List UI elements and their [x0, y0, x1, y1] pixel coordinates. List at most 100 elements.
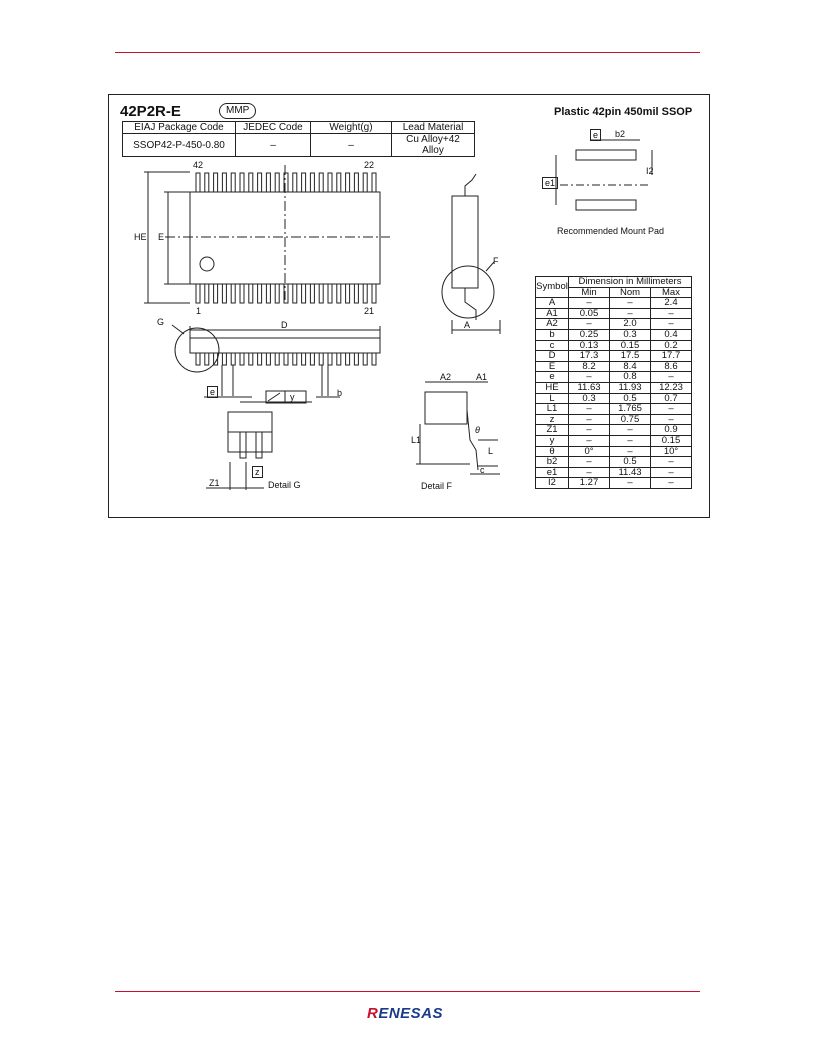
side-pin [204, 352, 210, 366]
top-pin [327, 172, 333, 193]
dimension-nom-cell: – [609, 307, 651, 320]
logo-rest: ENESAS [378, 1005, 444, 1022]
top-pin [362, 172, 368, 193]
dimension-nom-cell: 2.0 [609, 318, 651, 330]
top-pin [318, 172, 324, 193]
a-label: A [464, 320, 471, 330]
side-pin [265, 352, 271, 366]
dimension-symbol-cell: Z1 [535, 424, 569, 436]
side-pin [292, 352, 298, 366]
top-pin [204, 172, 210, 193]
dimension-min-cell: – [568, 434, 610, 447]
dimension-symbol-cell: L1 [535, 403, 569, 415]
dimension-nom-cell: – [609, 445, 651, 458]
side-pins [195, 352, 377, 366]
bottom-pin [318, 283, 324, 304]
dimension-max-cell: – [650, 413, 692, 426]
dimension-symbol-cell: I2 [535, 477, 569, 489]
dimension-symbol-cell: z [535, 413, 569, 426]
profile-body [451, 195, 479, 289]
dimension-max-cell: 2.4 [650, 297, 692, 309]
detail-g-label: Detail G [268, 480, 301, 490]
i2-label: I2 [646, 166, 654, 176]
e1-label: e1 [542, 177, 559, 189]
dimension-max-cell: – [650, 318, 692, 330]
dimension-min-cell: – [568, 456, 610, 468]
a2-label: A2 [440, 372, 452, 382]
dimension-nom-cell: 0.3 [609, 328, 651, 341]
top-pin [239, 172, 245, 193]
c-label: c [480, 465, 485, 475]
mmp-badge: MMP [219, 103, 257, 119]
f-label: F [493, 256, 499, 266]
top-pin [274, 172, 280, 193]
dimension-nom-cell: 11.43 [609, 466, 651, 479]
dimension-max-cell: – [650, 403, 692, 415]
pin1-marker [199, 256, 215, 272]
detail-f-body [424, 391, 468, 425]
dimension-symbol-cell: A1 [535, 307, 569, 320]
b2-label: b2 [615, 129, 626, 139]
dimension-min-cell: 8.2 [568, 360, 610, 373]
top-pin [309, 172, 315, 193]
pk-cell: SSOP42-P-450-0.80 [122, 133, 236, 157]
dimension-min-cell: 17.3 [568, 350, 610, 362]
bottom-pin [248, 283, 254, 304]
e-label: E [158, 232, 165, 242]
dimension-symbol-cell: e1 [535, 466, 569, 479]
side-pin [309, 352, 315, 366]
side-pin [230, 352, 236, 366]
side-pin [362, 352, 368, 366]
e-pitch-label: e [207, 386, 219, 398]
side-pin [301, 352, 307, 366]
dimension-row: Z1––0.9 [535, 424, 692, 436]
g-label: G [157, 317, 165, 327]
side-pin [345, 352, 351, 366]
bottom-pin [362, 283, 368, 304]
package-code-table: EIAJ Package Code JEDEC Code Weight(g) L… [122, 121, 475, 157]
e-mount-label: e [590, 129, 602, 141]
dimension-nom-cell: 17.5 [609, 350, 651, 362]
dimension-symbol-cell: L [535, 392, 569, 405]
bottom-pin [327, 283, 333, 304]
dimension-max-cell: 0.2 [650, 339, 692, 352]
max-header: Max [650, 286, 692, 299]
theta-label: θ [475, 425, 480, 435]
dimension-min-cell: 1.27 [568, 477, 610, 489]
min-header: Min [568, 286, 610, 299]
dimension-nom-cell: – [609, 434, 651, 447]
dimension-max-cell: – [650, 477, 692, 489]
top-pin [221, 172, 227, 193]
dimension-max-cell: 12.23 [650, 381, 692, 394]
dimension-min-cell: – [568, 413, 610, 426]
top-pin [336, 172, 342, 193]
bottom-pin [292, 283, 298, 304]
l1-label: L1 [411, 435, 422, 445]
top-pin [213, 172, 219, 193]
dimension-min-cell: – [568, 403, 610, 415]
dimension-max-cell: – [650, 371, 692, 383]
top-pin [257, 172, 263, 193]
dimension-max-cell: 0.4 [650, 328, 692, 341]
dimension-symbol-cell: HE [535, 381, 569, 394]
dimension-group-header: Dimension in Millimeters [568, 276, 692, 288]
dimension-min-cell: – [568, 318, 610, 330]
top-pin [292, 172, 298, 193]
top-pin [265, 172, 271, 193]
b-label: b [337, 388, 343, 398]
package-body-side [189, 337, 381, 354]
pk-cell: Cu Alloy+42 Alloy [391, 133, 475, 157]
z1-label: Z1 [209, 478, 220, 488]
detail-f-label: Detail F [421, 481, 453, 491]
side-pin [239, 352, 245, 366]
dimension-nom-cell: 0.15 [609, 339, 651, 352]
dimension-min-cell: 0° [568, 445, 610, 458]
dimension-row: z–0.75– [535, 413, 692, 426]
package-description: Plastic 42pin 450mil SSOP [554, 106, 693, 118]
side-pin [195, 352, 201, 366]
bottom-pin [221, 283, 227, 304]
